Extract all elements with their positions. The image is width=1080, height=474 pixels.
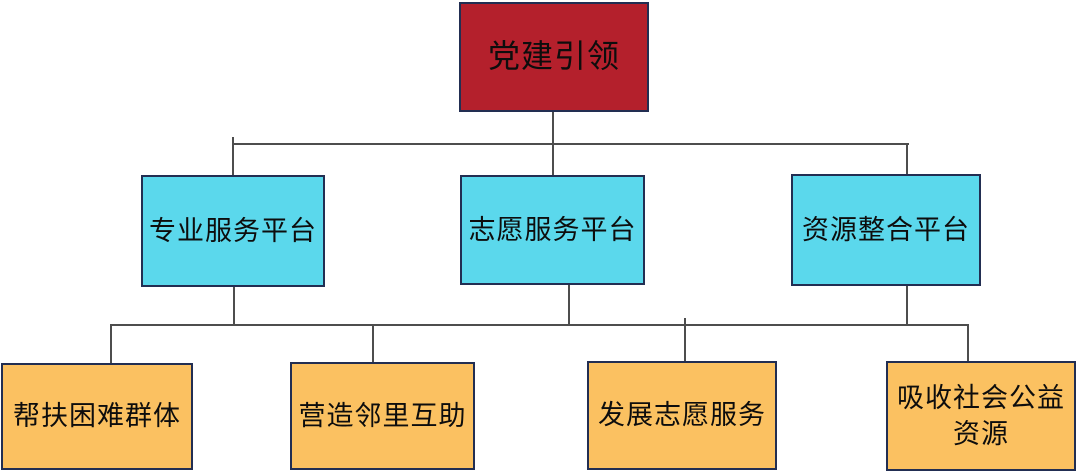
connector-top-rail-left-stub [232, 137, 234, 145]
node-professional-service-platform: 专业服务平台 [141, 175, 325, 287]
connector-rail-to-leaf-2 [372, 326, 374, 362]
node-help-disadvantaged-groups: 帮扶困难群体 [1, 363, 193, 470]
connector-rail-to-leaf-4 [967, 326, 969, 361]
connector-platform-1-down [233, 287, 235, 326]
node-label: 发展志愿服务 [598, 400, 766, 431]
connector-top-rail [232, 143, 909, 145]
node-label-line-1: 吸收社会公益 [897, 382, 1065, 413]
node-label: 志愿服务平台 [468, 214, 637, 245]
connector-rail-to-platform-3 [906, 145, 908, 174]
node-label-line-2: 资源 [953, 419, 1009, 449]
node-volunteer-service-platform: 志愿服务平台 [460, 175, 645, 285]
connector-rail-to-leaf-3 [684, 318, 686, 361]
connector-rail-to-leaf-1 [110, 326, 112, 363]
node-label: 资源整合平台 [802, 214, 970, 245]
node-absorb-public-welfare-resources: 吸收社会公益 资源 [886, 361, 1076, 471]
node-label: 帮扶困难群体 [13, 401, 181, 432]
node-party-building-leadership: 党建引领 [459, 2, 649, 112]
node-label: 营造邻里互助 [298, 400, 467, 431]
node-label: 专业服务平台 [149, 215, 317, 246]
node-develop-volunteer-service: 发展志愿服务 [587, 361, 777, 470]
connector-rail-to-platform-1 [232, 145, 234, 175]
connector-platform-3-down [906, 286, 908, 326]
node-neighborhood-mutual-aid: 营造邻里互助 [290, 362, 475, 470]
connector-bottom-rail [110, 324, 969, 326]
node-label: 党建引领 [487, 38, 620, 75]
node-resource-integration-platform: 资源整合平台 [791, 174, 981, 286]
connector-platform-2-down [568, 285, 570, 326]
